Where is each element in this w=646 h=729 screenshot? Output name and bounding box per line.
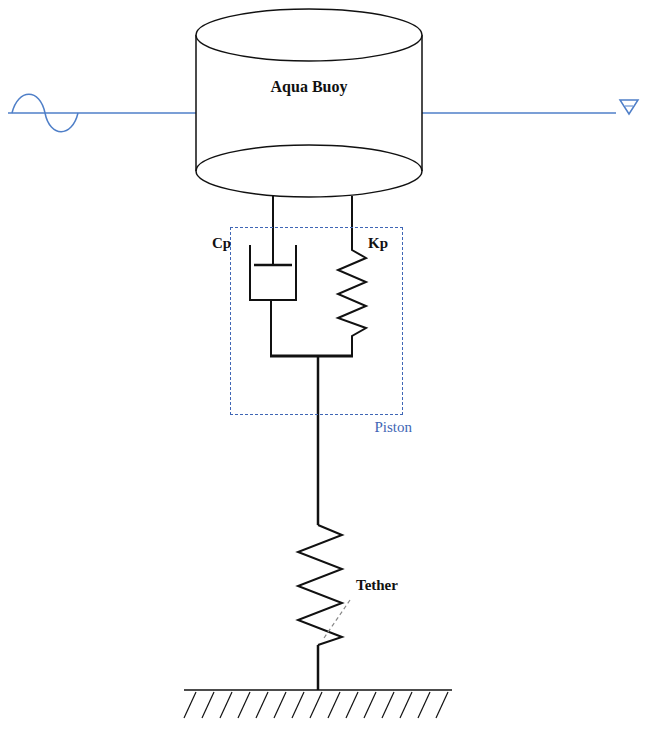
part-name: Cp [212,235,231,251]
tether-line [317,356,320,525]
node-label: Aqua Buoy [195,78,423,96]
cylinder-outline [195,8,423,198]
wave-symbol [12,94,78,132]
seabed-line [184,689,452,691]
piston-bar [270,355,353,358]
piston-box: Piston [230,227,403,415]
water-level-symbol [625,106,633,107]
group-label: Piston [374,419,412,436]
seabed-hatch [184,692,448,718]
label-holder: Cp [212,234,231,252]
leader-line [324,600,350,638]
part-name: Tether [356,577,398,593]
part-name: Kp [368,235,388,251]
damper-plate [254,264,292,267]
damper-body [250,245,296,300]
damper-rod [272,196,274,265]
tether-spring [298,525,342,645]
spring-symbol [338,196,366,356]
water-level-symbol [620,100,638,114]
buoy-cylinder: Aqua Buoy [195,8,423,198]
tether-line [317,645,320,690]
label-holder: Tether [356,576,398,594]
label-holder: Kp [368,234,388,252]
damper-rod [270,300,272,356]
